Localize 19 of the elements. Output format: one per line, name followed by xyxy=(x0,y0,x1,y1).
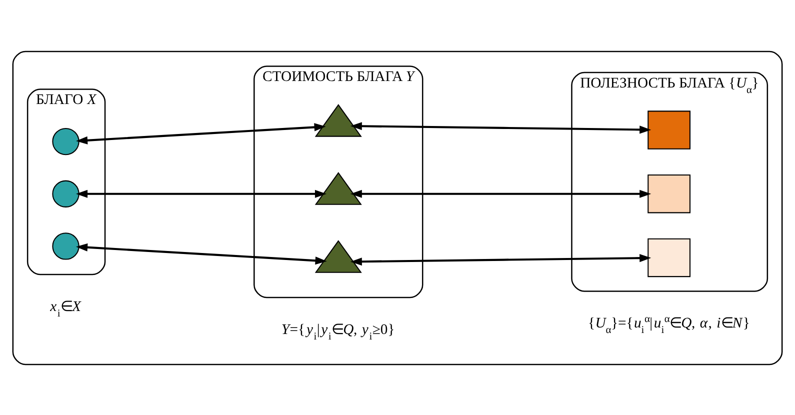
arrow xyxy=(76,242,327,264)
arrow xyxy=(350,189,652,198)
cluster xyxy=(12,50,783,365)
node-label: x$_{i}$∈X xyxy=(50,298,82,319)
arrow xyxy=(76,122,326,144)
cluster: СТОИМОСТЬ БЛАГА Y xyxy=(254,65,424,298)
cluster: БЛАГО X xyxy=(26,88,106,275)
cluster: ПОЛЕЗНОСТЬ БЛАГА {U$_{α}$} xyxy=(571,71,768,292)
node-box xyxy=(648,174,690,213)
node-box xyxy=(648,110,690,149)
node-circle xyxy=(52,127,80,155)
arrow xyxy=(350,122,652,134)
node-box xyxy=(648,238,690,277)
arrow xyxy=(350,254,652,266)
node-label: Y={y$_{i}$|y$_{i}$∈Q, y$_{i}$≥0} xyxy=(281,321,395,342)
node-circle xyxy=(52,180,80,207)
arrow xyxy=(76,189,327,198)
node-circle xyxy=(52,232,80,260)
node-label: {U$_{α}$}={u$_{i}$$^{α}$|u$_{i}$$^{α}$∈Q, α, i∈N} xyxy=(588,314,750,336)
